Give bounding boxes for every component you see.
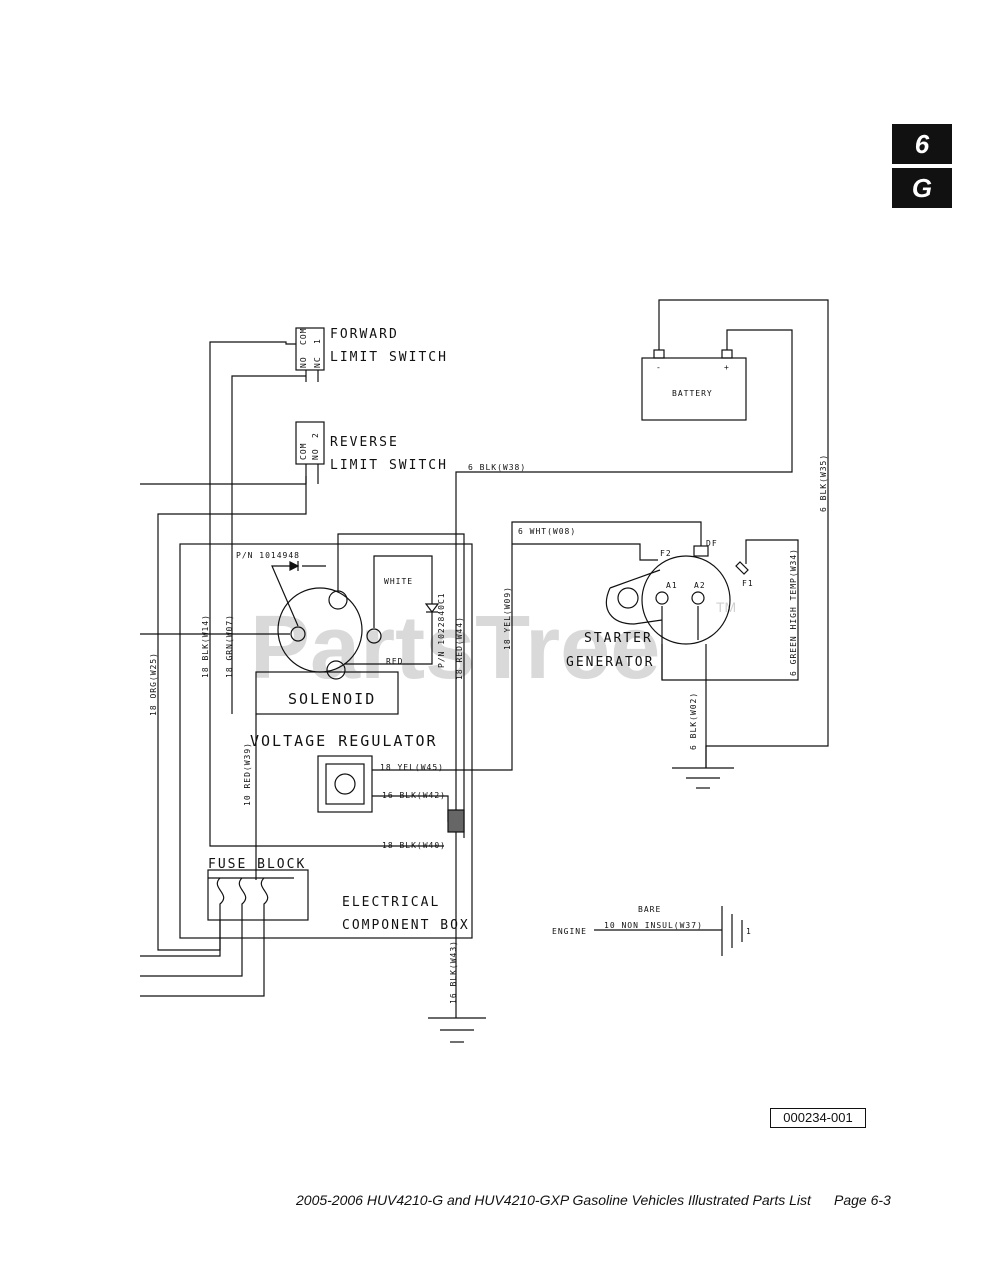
wire-w25: 18 ORG(W25) — [149, 652, 158, 716]
wire-lines — [140, 299, 829, 1043]
reverse-pin-no: NO — [311, 448, 320, 460]
starter-term-df: DF — [706, 539, 718, 548]
section-tab-number: 6 — [892, 124, 952, 164]
wire-w02: 6 BLK(W02) — [689, 692, 698, 750]
starter-term-a1: A1 — [666, 581, 678, 590]
battery-negative: - — [656, 363, 662, 372]
reverse-pin-com: COM — [299, 443, 308, 460]
wire-w42: 16 BLK(W42) — [382, 791, 446, 800]
component-box-label-1: ELECTRICAL — [342, 895, 440, 910]
watermark-tm: TM — [716, 599, 736, 615]
wire-w35: 6 BLK(W35) — [819, 454, 828, 512]
battery-positive: + — [724, 363, 730, 372]
fuse-block-label: FUSE BLOCK — [208, 857, 306, 872]
bare-label: BARE — [638, 905, 661, 914]
diode-pn-1: P/N 1014948 — [236, 551, 300, 560]
voltage-regulator-label: VOLTAGE REGULATOR — [250, 732, 438, 750]
wire-w40: 18 BLK(W40) — [382, 841, 446, 850]
forward-pin-no: NO — [299, 356, 308, 368]
reverse-switch-label-1: REVERSE — [330, 435, 399, 450]
wire-w37: 10 NON INSUL(W37) — [604, 921, 703, 930]
footer-title: 2005-2006 HUV4210-G and HUV4210-GXP Gaso… — [296, 1192, 811, 1208]
wire-w45: 18 YEL(W45) — [380, 763, 444, 772]
forward-switch-label-2: LIMIT SWITCH — [330, 350, 448, 365]
engine-label: ENGINE — [552, 927, 587, 936]
watermark: PartsTree — [250, 598, 660, 698]
solenoid-white: WHITE — [384, 577, 413, 586]
wire-w39: 10 RED(W39) — [243, 742, 252, 806]
starter-term-a2: A2 — [694, 581, 706, 590]
footer-page-number: Page 6-3 — [834, 1192, 891, 1208]
wire-w14: 18 BLK(W14) — [201, 614, 210, 678]
wire-w44: 18 RED(W44) — [455, 616, 464, 680]
forward-pin-nc: NC — [313, 356, 322, 368]
solenoid-red: RED — [386, 657, 403, 666]
battery-label: BATTERY — [672, 389, 713, 398]
reverse-pin-2: 2 — [311, 432, 320, 438]
engine-number: 1 — [746, 927, 752, 936]
wire-w43: 16 BLK(W43) — [449, 940, 458, 1004]
solenoid-label: SOLENOID — [288, 690, 376, 708]
wire-w08: 6 WHT(W08) — [518, 527, 576, 536]
forward-switch-label-1: FORWARD — [330, 327, 399, 342]
wire-w07: 18 GRN(W07) — [225, 614, 234, 678]
starter-term-f1: F1 — [742, 579, 754, 588]
starter-label-2: GENERATOR — [566, 655, 654, 670]
forward-pin-com: COM — [299, 328, 308, 345]
section-tab-letter: G — [892, 168, 952, 208]
component-box-label-2: COMPONENT BOX — [342, 918, 470, 933]
wire-w09: 18 YEL(W09) — [503, 586, 512, 650]
forward-pin-1: 1 — [313, 338, 322, 344]
wire-w38: 6 BLK(W38) — [468, 463, 526, 472]
reverse-switch-label-2: LIMIT SWITCH — [330, 458, 448, 473]
document-id: 000234-001 — [770, 1108, 866, 1128]
starter-term-f2: F2 — [660, 549, 672, 558]
starter-label-1: STARTER — [584, 631, 653, 646]
diode-pn-2: P/N 1022840C1 — [437, 592, 446, 668]
wire-w34: 6 GREEN HIGH TEMP(W34) — [789, 548, 798, 676]
